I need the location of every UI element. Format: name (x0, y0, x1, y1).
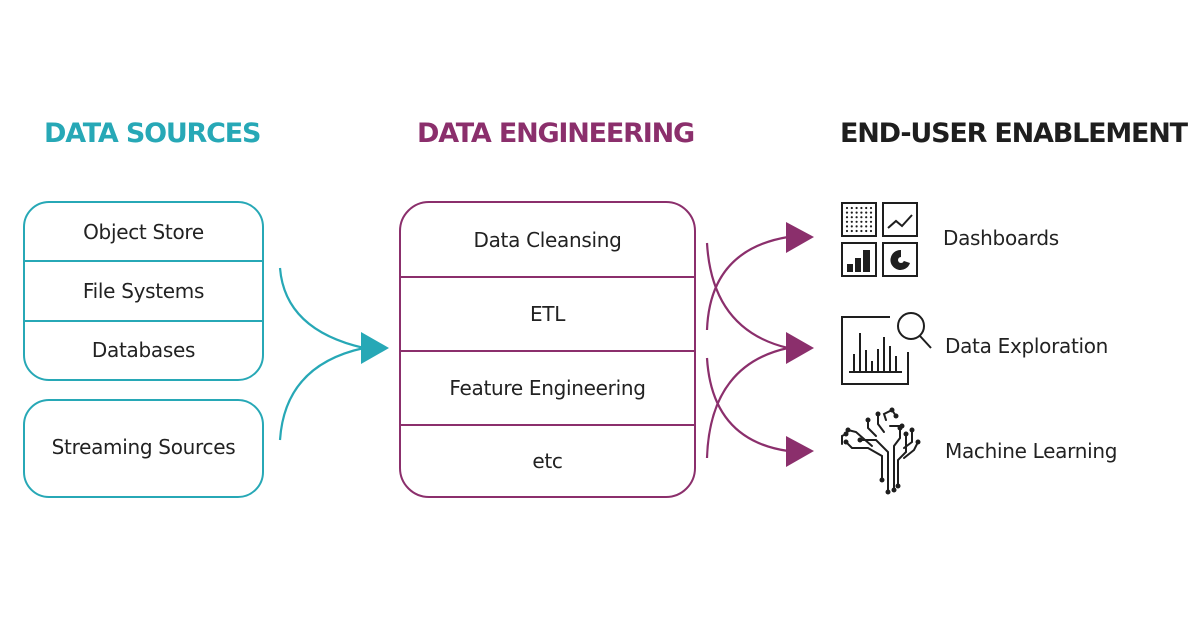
dashboard-dot (860, 206, 863, 210)
dashboard-dot (860, 229, 863, 233)
dashboard-dot (869, 216, 873, 219)
source-item-file-systems: File Systems (25, 260, 262, 320)
engineering-item-etc: etc (401, 424, 694, 496)
arrow-to-machine-learning (705, 357, 789, 453)
arrowhead-data-exploration (786, 332, 814, 364)
machine-learning-icon (841, 407, 921, 495)
dashboard-dot (855, 216, 858, 219)
dashboard-dot (869, 225, 873, 228)
end-user-enablement-heading: END-USER ENABLEMENT (840, 118, 1188, 149)
dashboard-dot (855, 225, 858, 228)
streaming-sources-box: Streaming Sources (23, 399, 264, 498)
dashboard-dot (865, 229, 868, 233)
dashboard-dot (865, 225, 868, 228)
enablement-item-data-exploration: Data Exploration (945, 334, 1109, 358)
dashboard-dot (850, 206, 853, 210)
dashboard-dot (869, 206, 873, 210)
arrowhead-dashboards (786, 222, 814, 253)
arrow-to-data-exploration-b (705, 346, 789, 459)
source-item-streaming-sources: Streaming Sources (51, 435, 236, 459)
data-engineering-heading: DATA ENGINEERING (417, 118, 695, 149)
dashboard-dot (850, 216, 853, 219)
dashboard-dot (869, 229, 873, 233)
dashboard-dot (850, 211, 853, 214)
dashboard-dot (845, 211, 849, 214)
engineering-item-feature-engineering: Feature Engineering (401, 350, 694, 424)
arrowhead-machine-learning (786, 436, 814, 467)
arrow-to-dashboards (705, 235, 789, 331)
dashboard-dot (865, 216, 868, 219)
source-item-databases: Databases (25, 320, 262, 378)
dashboard-dot (860, 225, 863, 228)
dashboard-dot (850, 225, 853, 228)
engineering-item-etl: ETL (401, 276, 694, 350)
batch-sources-box: Object Store File Systems Databases (23, 201, 264, 381)
dashboard-dot (845, 206, 849, 210)
dashboard-dot (860, 216, 863, 219)
dashboard-dot (865, 211, 868, 214)
dashboard-dot (855, 229, 858, 233)
data-exploration-icon (841, 312, 932, 385)
dashboard-dot (860, 211, 863, 214)
dashboard-dot (869, 211, 873, 214)
dashboard-dot (855, 206, 858, 210)
engineering-item-data-cleansing: Data Cleansing (473, 227, 622, 252)
dashboard-dot (845, 220, 849, 223)
data-sources-heading: DATA SOURCES (44, 118, 261, 149)
dashboard-dot (850, 229, 853, 233)
dashboard-dot (869, 220, 873, 223)
dashboard-dot (845, 225, 849, 228)
arrow-to-data-exploration-a (705, 242, 789, 350)
dashboard-dot (865, 220, 868, 223)
engineering-to-enablement-arrows (705, 222, 814, 467)
dashboard-dot (855, 220, 858, 223)
dashboard-icon (841, 202, 918, 277)
dashboard-dot (845, 216, 849, 219)
enablement-item-dashboards: Dashboards (943, 226, 1059, 250)
dashboard-dot (845, 229, 849, 233)
sources-to-engineering-arrow (278, 267, 389, 441)
source-item-object-store: Object Store (83, 219, 204, 244)
enablement-item-machine-learning: Machine Learning (945, 439, 1118, 463)
dashboard-dot (855, 211, 858, 214)
data-engineering-box: Data Cleansing ETL Feature Engineering e… (399, 201, 696, 498)
dashboard-dot (850, 220, 853, 223)
dashboard-dot (865, 206, 868, 210)
dashboard-dot (860, 220, 863, 223)
